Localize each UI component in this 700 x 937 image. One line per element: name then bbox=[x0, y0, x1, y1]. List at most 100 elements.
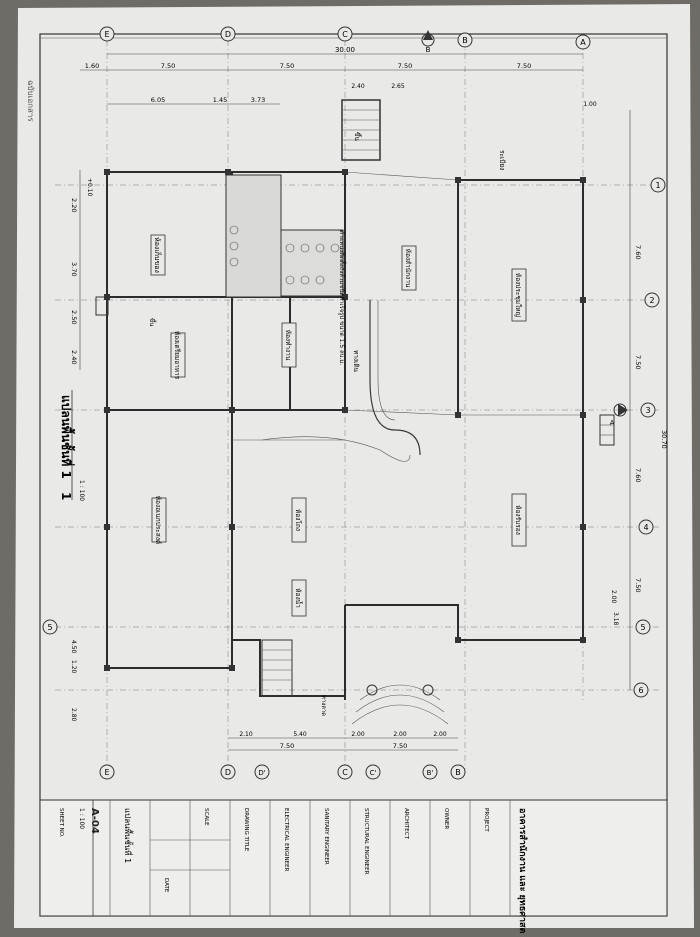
stair-up-label-2: ขึ้น bbox=[148, 318, 158, 326]
tb-row-structural: STRUCTURAL ENGINEER bbox=[363, 808, 369, 875]
tb-row-electrical: ELECTRICAL ENGINEER bbox=[283, 808, 289, 872]
dim-bottom-5: 2.00 bbox=[433, 731, 447, 738]
section-marker-b: B bbox=[426, 46, 431, 54]
dim-misc-3: 2.00 bbox=[610, 590, 617, 604]
corridor-label: ทางเดิน bbox=[352, 350, 360, 373]
grid-bubbles-bottom: E D D' C C' B' B bbox=[99, 764, 466, 780]
grid-label-bottom-e: E bbox=[104, 768, 109, 777]
grid-label-left-5: 5 bbox=[47, 623, 52, 632]
room-label-meeting: ห้องประชุมใหญ่ bbox=[514, 273, 522, 318]
grid-bubbles-right: 1 2 3 4 5 6 5 A bbox=[42, 177, 666, 698]
drawing-number: A-04 bbox=[89, 808, 100, 834]
stair-up-label: ขึ้น bbox=[353, 132, 362, 141]
dim-misc-5: 4.50 bbox=[70, 640, 77, 654]
grid-label-c: C bbox=[342, 30, 348, 39]
dim-right-2: 7.50 bbox=[634, 355, 642, 369]
room-label-admin: ห้องสำนักงาน bbox=[404, 249, 412, 288]
elev-note-left: +0.10 bbox=[86, 178, 93, 197]
dim-misc-8: 2.80 bbox=[70, 708, 77, 722]
tb-row-owner: OWNER bbox=[443, 808, 449, 829]
toilet-fixtures bbox=[229, 225, 340, 285]
dim-top-left: 1.60 bbox=[85, 62, 99, 70]
grid-label-d: D bbox=[225, 30, 231, 39]
room-label-pantry: ห้องเตรียมอาหาร bbox=[173, 331, 181, 380]
tb-row-architect: ARCHITECT bbox=[403, 808, 409, 840]
grid-label-bottom-d: D bbox=[225, 768, 231, 777]
grid-bubbles-top: E D C B A B bbox=[99, 26, 591, 54]
dim-left-3: 2.50 bbox=[70, 310, 78, 324]
tb-row-scale: SCALE bbox=[203, 808, 209, 826]
dim-misc-2: 3.18 bbox=[612, 612, 619, 626]
room-label-office: ห้องทำงาน bbox=[284, 330, 292, 361]
septic-note: ตำแหน่งติดตั้งถังส้วมชนิดสำเร็จรูป ขนาด … bbox=[338, 230, 348, 365]
title-block: A-04 1 : 100 แปลนพื้นชั้นที่ 1 อาคารสำนั… bbox=[39, 799, 668, 937]
dim-right-total: 30.70 bbox=[660, 430, 668, 449]
tb-row-drawing-title: DRAWING TITLE bbox=[243, 808, 249, 852]
dim-overall: 30.00 bbox=[335, 46, 355, 54]
room-tags: ห้องเก็บของ ห้องเตรียมอาหาร ห้องอเนกประส… bbox=[148, 132, 527, 716]
terrace-label-top: ระเบียง bbox=[498, 150, 506, 170]
dim-sub-3: 3.73 bbox=[251, 96, 265, 104]
dim-bottom-bay-2: 7.50 bbox=[393, 742, 407, 750]
tb-row-sheet-no: SHEET NO. bbox=[58, 808, 64, 838]
room-label-toilet: ห้องน้ำ bbox=[294, 588, 303, 608]
dim-left-1: 2.20 bbox=[70, 198, 78, 212]
dim-sub-1: 6.05 bbox=[151, 96, 165, 104]
dim-left-2: 3.70 bbox=[70, 262, 78, 276]
dim-bay-2: 7.50 bbox=[280, 62, 294, 70]
dim-bay-1: 7.50 bbox=[161, 62, 175, 70]
grid-label-bottom-c-prime: C' bbox=[370, 769, 377, 777]
room-label-storage: ห้องเก็บของ bbox=[153, 237, 162, 273]
room-label-reception: ห้องรับรอง bbox=[514, 505, 522, 535]
grid-label-4: 4 bbox=[643, 523, 648, 532]
dim-bay-3: 7.50 bbox=[398, 62, 412, 70]
tb-row-date: DATE bbox=[163, 878, 169, 893]
dim-bay-4: 7.50 bbox=[517, 62, 531, 70]
dim-bottom-bay-1: 7.50 bbox=[280, 742, 294, 750]
title-block-project: อาคารสำนักงาน และ ยุทธศาสตร์ 2 ชั้น bbox=[517, 808, 530, 933]
plan-scale: 1 : 100 bbox=[78, 480, 85, 501]
grid-label-bottom-d-prime: D' bbox=[258, 769, 265, 777]
grid-label-3: 3 bbox=[645, 406, 650, 415]
plan-number: 1 bbox=[59, 492, 73, 500]
dim-bottom-4: 2.00 bbox=[393, 731, 407, 738]
dim-stair-1: 2.40 bbox=[351, 83, 365, 90]
dim-bottom-3: 2.00 bbox=[351, 731, 365, 738]
columns bbox=[104, 169, 586, 671]
dim-bottom-1: 2.10 bbox=[239, 731, 253, 738]
corner-stamp: ฉบับเอกสาร bbox=[26, 80, 35, 122]
grid-label-5: 5 bbox=[640, 623, 645, 632]
dim-right-4: 7.50 bbox=[634, 578, 642, 592]
dim-sub-2: 1.45 bbox=[213, 96, 227, 104]
dim-right-3: 7.60 bbox=[634, 468, 642, 482]
tb-row-project: PROJECT bbox=[483, 808, 489, 832]
grid-label-a: A bbox=[580, 38, 586, 47]
grid-label-bottom-c: C bbox=[342, 768, 348, 777]
dim-bottom-2: 5.40 bbox=[293, 731, 307, 738]
tb-row-sanitary: SANITARY ENGINEER bbox=[323, 808, 329, 865]
ramp-label: ทางลาด bbox=[320, 695, 327, 716]
grid-label-6: 6 bbox=[638, 686, 643, 695]
dim-right-1: 7.60 bbox=[634, 245, 642, 259]
grid-label-bottom-b: B bbox=[455, 768, 461, 777]
plan-title: แปลนพื้นชั้นที่ 1 bbox=[59, 395, 76, 479]
grid-label-2: 2 bbox=[649, 296, 654, 305]
dim-misc-6: 1.20 bbox=[70, 660, 77, 674]
dim-left-4: 2.40 bbox=[70, 350, 78, 364]
title-block-sheet-title: แปลนพื้นชั้นที่ 1 bbox=[123, 808, 134, 863]
drawing-scale: 1 : 100 bbox=[78, 808, 85, 829]
section-marker-a: A bbox=[610, 419, 615, 427]
walls bbox=[95, 99, 615, 725]
dimension-lines: 30.00 1.60 7.50 7.50 7.50 7.50 6.05 1.45… bbox=[70, 46, 668, 751]
grid-label-bottom-b-prime: B' bbox=[427, 769, 434, 777]
dim-misc-1: 1.00 bbox=[583, 101, 597, 108]
room-label-multipurpose: ห้องอเนกประสงค์ bbox=[154, 496, 162, 544]
grid-label-b: B bbox=[462, 36, 468, 45]
grid-label-e: E bbox=[104, 30, 109, 39]
room-label-lobby: ห้องโถง bbox=[294, 509, 302, 531]
grid-label-1: 1 bbox=[655, 181, 660, 190]
dim-stair-2: 2.65 bbox=[391, 83, 405, 90]
plan-title-block: แปลนพื้นชั้นที่ 1 1 1 : 100 bbox=[59, 390, 85, 501]
